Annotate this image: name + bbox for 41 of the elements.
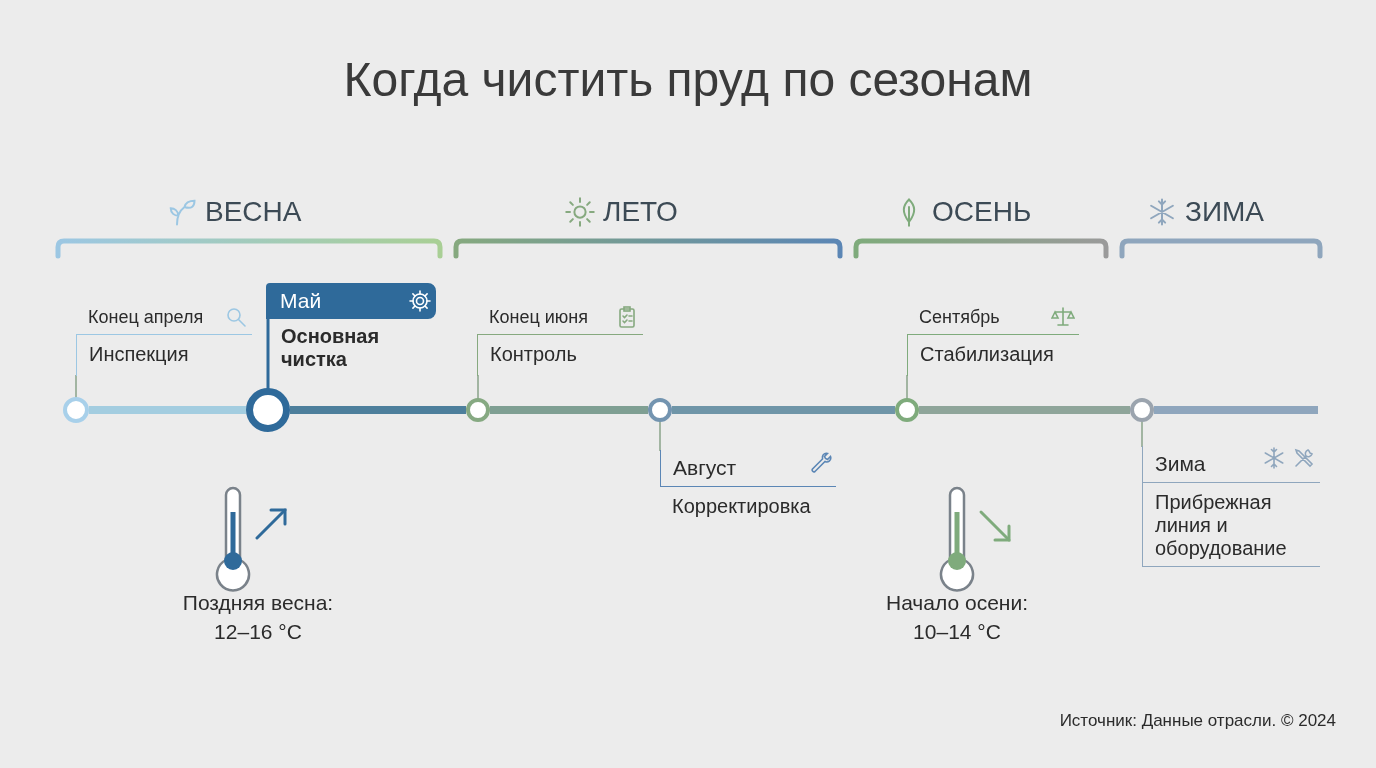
milestone-callout (1142, 446, 1320, 567)
temperature-label: Поздняя весна: 12–16 °C (181, 590, 335, 645)
task-label: Основная чистка (281, 325, 380, 370)
timeline-dot (466, 398, 490, 422)
milestone-callout (907, 305, 1079, 376)
temperature-label: Начало осени: 10–14 °C (885, 590, 1029, 645)
date-label: Конец апреля (88, 307, 204, 327)
milestone-callout (477, 305, 643, 376)
task-label: Контроль (490, 343, 577, 365)
leader-line (75, 374, 77, 399)
leader-line (659, 420, 661, 452)
timeline-dot (895, 398, 919, 422)
timeline-line (89, 406, 246, 414)
caption: Источник: Данные отрасли. © 2024 (1059, 711, 1336, 731)
task-label: Корректировка (672, 495, 811, 517)
task-label: Инспекция (89, 343, 189, 365)
timeline-line (490, 406, 648, 414)
date-label: Конец июня (489, 307, 588, 327)
date-tab: Май (266, 283, 436, 319)
date-label: Сентябрь (919, 307, 1000, 327)
season-label: ОСЕНЬ (932, 196, 1032, 228)
timeline-line (672, 406, 895, 414)
season-label: ЗИМА (1185, 196, 1265, 228)
task-label: Прибрежная линия и оборудование (1155, 491, 1287, 559)
date-label: Зима (1155, 452, 1206, 475)
timeline-line (919, 406, 1130, 414)
timeline-line (290, 406, 466, 414)
leader-line (1141, 420, 1143, 448)
milestone-callout (76, 305, 252, 376)
season-label: ВЕСНА (205, 196, 302, 228)
timeline-dot (648, 398, 672, 422)
title: Когда чистить пруд по сезонам (342, 52, 1034, 107)
timeline-dot (63, 397, 89, 423)
leader-line (906, 374, 908, 400)
timeline-dot (1130, 398, 1154, 422)
season-label: ЛЕТО (603, 196, 678, 228)
timeline-dot (246, 388, 290, 432)
leader-line (266, 318, 270, 389)
task-label: Стабилизация (920, 343, 1054, 365)
date-label: Август (673, 456, 737, 479)
leader-line (477, 374, 479, 400)
